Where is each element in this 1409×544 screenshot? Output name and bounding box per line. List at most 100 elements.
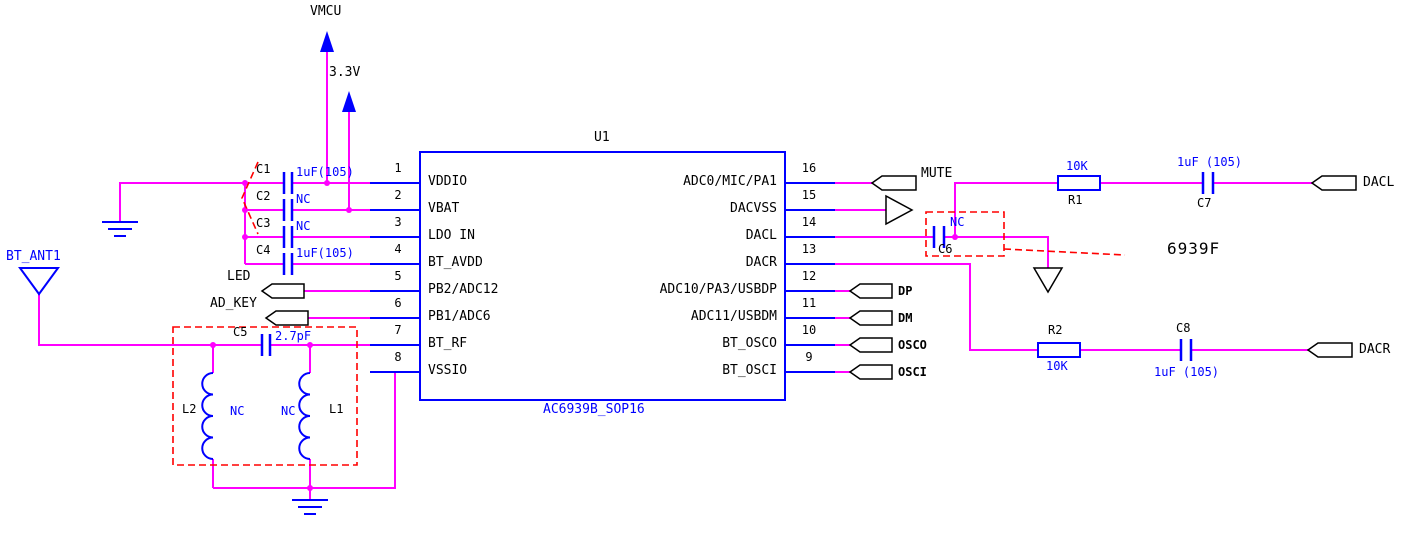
wire-dacl-c6 [835,236,1049,268]
c7-ref: C7 [1197,196,1212,210]
wire-cap-bus-to-ground [119,182,284,222]
capacitor-c6 [932,226,946,248]
power-label-3v3: 3.3V [329,65,361,80]
c6-ref: C6 [938,242,953,256]
c4-value: 1uF(105) [296,246,354,260]
junction-dot [307,485,313,491]
wire-dacl-riser [954,182,1058,237]
pin-number-1: 1 [394,161,402,175]
capacitor-c8 [1179,339,1193,361]
pin-number-3: 3 [394,215,402,229]
pin-name-vssio: VSSIO [428,363,468,378]
pin-name-pb1: PB1/ADC6 [428,309,491,324]
pin-name-vbat: VBAT [428,201,460,216]
port-flag-dm [848,310,893,326]
c4-ref: C4 [256,243,271,257]
pin-name-adc10: ADC10/PA3/USBDP [659,282,777,297]
c8-value: 1uF (105) [1154,365,1220,379]
port-label-osci: OSCI [898,365,927,379]
c7-value: 1uF (105) [1177,155,1243,169]
l2-ref: L2 [182,402,197,416]
port-label-bt-ant1: BT_ANT1 [6,249,61,264]
pin-number-8: 8 [394,350,402,364]
resistor-r2 [1037,342,1081,358]
port-label-osco: OSCO [898,338,927,352]
ic-body [419,151,786,401]
c2-ref: C2 [256,189,271,203]
port-flag-dacl [1310,175,1357,191]
pin-name-btosci: BT_OSCI [722,363,777,378]
r1-value: 10K [1066,159,1088,173]
pin-name-btavdd: BT_AVDD [428,255,483,270]
pin-name-ldoin: LDO IN [428,228,475,243]
port-flag-adkey [264,310,309,326]
c8-ref: C8 [1176,321,1191,335]
junction-dot [242,234,248,240]
ic-pin-stubs [370,182,835,373]
ic-part-name: AC6939B_SOP16 [543,402,645,417]
wire-dacr-path [835,263,1308,351]
c1-value: 1uF(105) [296,165,354,179]
optional-markings [172,161,1126,466]
port-label-dm: DM [898,311,913,325]
wire-usb-osc [835,290,850,373]
l1-ref: L1 [329,402,344,416]
inductor-l2 [201,372,214,460]
dashed-leader-line [1003,248,1126,256]
port-label-adkey: AD_KEY [210,296,257,311]
pin-name-adc11: ADC11/USBDM [690,309,777,324]
l2-value: NC [230,404,245,418]
junction-dot [210,342,216,348]
ic-pins-left [370,182,420,373]
c3-value: NC [296,219,311,233]
c1-ref: C1 [256,162,271,176]
pin-name-vddio: VDDIO [428,174,468,189]
resistor-r1 [1057,175,1101,191]
pin-number-7: 7 [394,323,402,337]
c6-value: NC [950,215,965,229]
pin-name-dacl: DACL [745,228,777,243]
port-flag-dacr [1306,342,1353,358]
ground-symbol-bottom [292,499,328,515]
capacitor-c2 [282,199,294,221]
junction-dot [952,234,958,240]
junction-dots [210,180,958,491]
pin-number-14: 14 [801,215,817,229]
junction-dot [242,180,248,186]
pin-name-pb2: PB2/ADC12 [428,282,499,297]
wire-net [38,52,1312,500]
ic-designator: U1 [594,130,610,145]
pin-number-2: 2 [394,188,402,202]
dashed-mark-c2c3 [241,161,259,235]
wire-vssio-ground [213,372,396,489]
c2-value: NC [296,192,311,206]
capacitor-c7 [1201,172,1215,194]
pin-number-13: 13 [801,242,817,256]
pin-number-4: 4 [394,242,402,256]
pin-number-5: 5 [394,269,402,283]
port-label-dp: DP [898,284,913,298]
port-flag-mute [870,175,917,191]
power-flag-3v3 [342,91,356,112]
pin-number-15: 15 [801,188,817,202]
c5-ref: C5 [233,325,248,339]
r2-ref: R2 [1048,323,1063,337]
wire-antenna [38,294,261,346]
pin-number-12: 12 [801,269,817,283]
pin-number-6: 6 [394,296,402,310]
dashed-box-matching-network [172,326,358,466]
power-flag-vmcu [320,31,334,52]
power-label-vmcu: VMCU [310,4,342,19]
junction-dot [346,207,352,213]
capacitors [260,172,1215,361]
port-flag-dp [848,283,893,299]
port-flag-osco [848,337,893,353]
junction-dot [324,180,330,186]
pin-number-11: 11 [801,296,817,310]
r2-value: 10K [1046,359,1068,373]
port-flag-led [260,283,305,299]
dashed-box-c6 [925,211,1005,257]
junction-dot [307,342,313,348]
ic-pins-right [785,182,835,373]
